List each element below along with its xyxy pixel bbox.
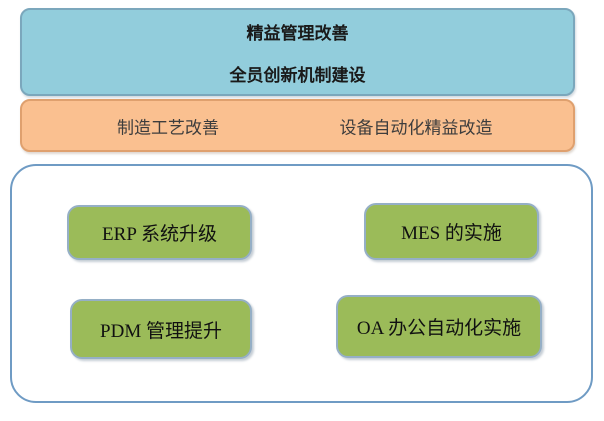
- process-improvement-band: 制造工艺改善 设备自动化精益改造: [20, 99, 575, 152]
- erp-upgrade-label: ERP 系统升级: [102, 224, 217, 245]
- pdm-management-box: PDM 管理提升: [70, 299, 252, 359]
- top-box-line-2: 全员创新机制建设: [229, 65, 366, 85]
- lean-management-box: 精益管理改善 全员创新机制建设: [20, 8, 575, 96]
- manufacturing-process-label: 制造工艺改善: [117, 118, 219, 137]
- mes-implementation-label: MES 的实施: [401, 223, 502, 244]
- it-systems-container: ERP 系统升级 MES 的实施 PDM 管理提升 OA 办公自动化实施: [10, 164, 593, 403]
- mes-implementation-box: MES 的实施: [364, 203, 539, 260]
- top-box-line-1: 精益管理改善: [246, 23, 349, 43]
- erp-upgrade-box: ERP 系统升级: [67, 205, 252, 260]
- oa-automation-label: OA 办公自动化实施: [356, 318, 522, 339]
- equipment-automation-label: 设备自动化精益改造: [339, 118, 493, 137]
- oa-automation-box: OA 办公自动化实施: [336, 295, 542, 358]
- pdm-management-label: PDM 管理提升: [100, 320, 222, 342]
